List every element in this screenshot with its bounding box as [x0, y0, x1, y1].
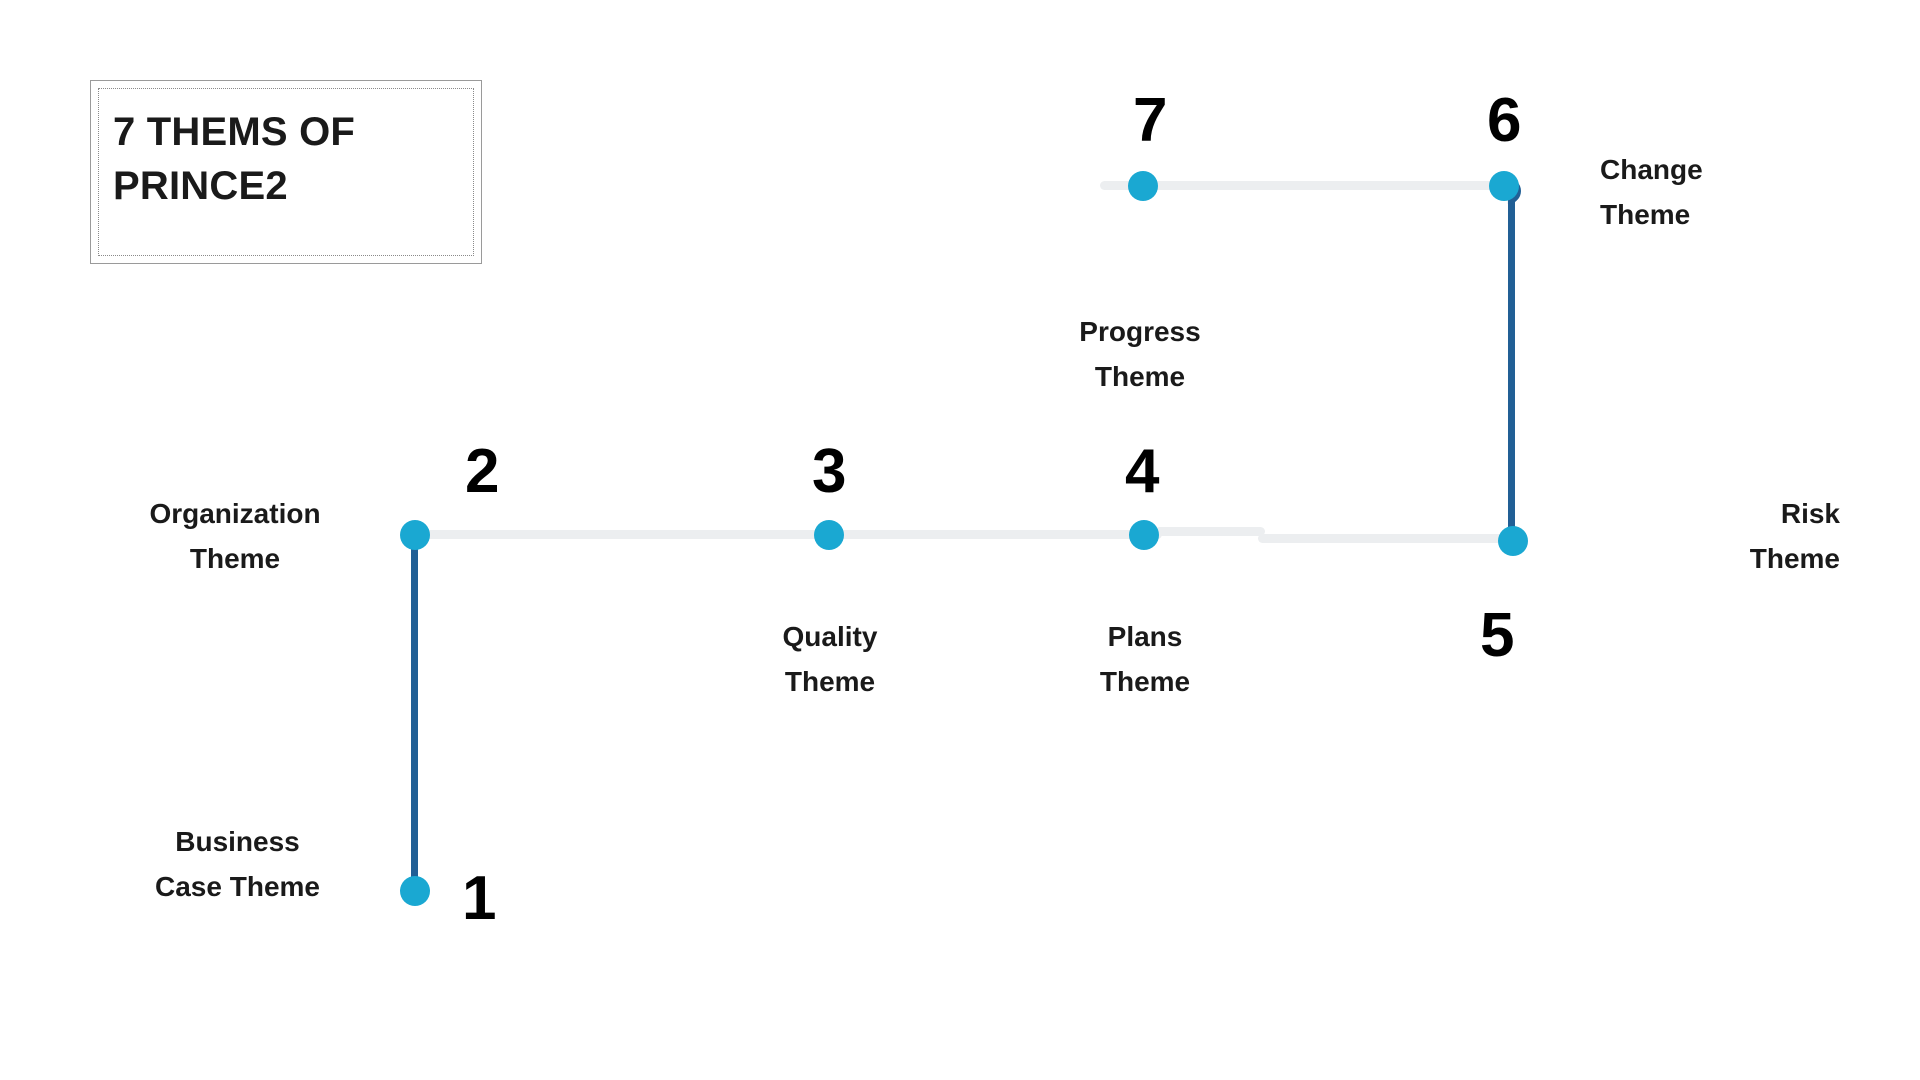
connector-track-4-to-5: [1258, 534, 1523, 543]
label-risk-theme-line-2: Theme: [1749, 542, 1840, 574]
page-title-line-1: 7 THEMS OF: [113, 110, 356, 154]
label-progress-theme-line-2: Theme: [1094, 360, 1186, 392]
node-number-2: 2: [465, 437, 500, 506]
node-dot-7[interactable]: [1128, 171, 1158, 201]
title-box-inner-border: [98, 88, 474, 256]
node-number-3: 3: [812, 437, 847, 506]
node-number-1: 1: [462, 864, 497, 933]
page-title-line-2: PRINCE2: [113, 164, 288, 208]
node-dot-5[interactable]: [1498, 526, 1528, 556]
label-plans-theme: Plans Theme: [1025, 615, 1265, 705]
node-dot-4[interactable]: [1129, 520, 1159, 550]
node-number-7: 7: [1133, 86, 1168, 155]
connector-active-6-to-5: [1508, 196, 1515, 541]
label-business-case-theme: Business Case Theme: [100, 820, 375, 910]
connector-active-2-to-1: [411, 545, 418, 890]
node-number-5: 5: [1480, 601, 1515, 670]
connector-track-4-to-5-upper: [1155, 527, 1265, 536]
label-change-theme-line-1: Change: [1600, 154, 1703, 185]
label-risk-theme: Risk Theme: [1610, 492, 1840, 582]
connector-track-2-to-4: [422, 530, 1162, 539]
label-quality-theme-line-1: Quality: [782, 621, 878, 652]
node-dot-1[interactable]: [400, 876, 430, 906]
label-plans-theme-line-1: Plans: [1107, 621, 1183, 652]
label-organization-theme: Organization Theme: [90, 492, 380, 582]
page-title: 7 THEMS OF PRINCE2: [113, 105, 471, 213]
node-dot-6[interactable]: [1489, 171, 1519, 201]
label-progress-theme: Progress Theme: [1020, 310, 1260, 400]
title-box: 7 THEMS OF PRINCE2: [90, 80, 482, 264]
label-quality-theme-line-2: Theme: [784, 665, 876, 697]
label-organization-theme-line-1: Organization: [149, 498, 321, 529]
node-number-4: 4: [1125, 437, 1160, 506]
label-organization-theme-line-2: Theme: [189, 542, 281, 574]
connector-track-7-to-6: [1100, 181, 1518, 190]
label-change-theme: Change Theme: [1600, 148, 1860, 238]
node-dot-2[interactable]: [400, 520, 430, 550]
label-quality-theme: Quality Theme: [710, 615, 950, 705]
label-risk-theme-line-1: Risk: [1780, 498, 1840, 529]
label-business-case-theme-line-1: Business: [175, 826, 300, 857]
node-number-6: 6: [1487, 86, 1522, 155]
label-progress-theme-line-1: Progress: [1079, 316, 1201, 347]
label-business-case-theme-line-2: Case Theme: [155, 870, 320, 902]
node-dot-3[interactable]: [814, 520, 844, 550]
label-change-theme-line-2: Theme: [1600, 198, 1691, 230]
label-plans-theme-line-2: Theme: [1099, 665, 1191, 697]
